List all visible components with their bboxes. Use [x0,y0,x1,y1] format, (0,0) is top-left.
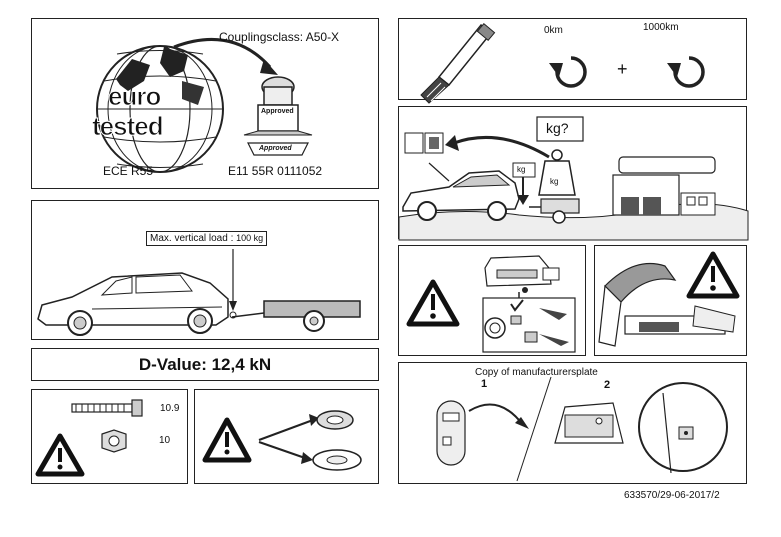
warning-icon [35,433,85,477]
approved-plate: Approved [259,145,292,152]
step-2-label: 2 [604,379,611,391]
plus-sign: + [617,59,628,79]
plate-illustration [436,376,728,482]
weight-icon [538,149,576,196]
washer-icon [316,410,354,430]
detail-circle [638,382,728,474]
bolts-illustration [35,399,143,477]
load-illustration [398,116,749,241]
coupling-class-panel: Couplingsclass: A50-X euro tested Approv… [31,18,379,189]
coupling-illustration [96,37,313,173]
bolts-panel: 10.9 10 [31,389,188,484]
document-code: 633570/29-06-2017/2 [624,490,720,501]
d-value-panel: D-Value: 12,4 kN [31,348,379,381]
vertical-load-box: Max. vertical load : 100 kg [146,231,268,246]
washers-illustration [202,410,362,471]
coupling-ball-icon [243,76,313,156]
coupling-class-label: Couplingsclass: A50-X [219,30,340,44]
approval-number: E11 55R 0111052 [228,164,323,178]
mounting-illustration [598,251,740,347]
vertical-load-illustration [37,249,361,336]
parts-warning-panel [398,245,586,356]
plate-caption: Copy of manufacturersplate [475,367,598,378]
torque-panel: 0km 1000km + [398,18,747,104]
standard-label: ECE R55 [103,164,154,178]
car-trunk-icon [554,402,624,444]
d-value-text: D-Value: 12,4 kN [138,355,272,374]
vertical-load-value: 100 kg [236,233,264,243]
manufacturer-plate-panel: Copy of manufacturersplate 1 2 [398,362,747,484]
nut-class-label: 10 [159,435,171,446]
globe-icon [96,45,224,173]
trailer-icon [529,198,580,224]
vertical-load-label: Max. vertical load : [150,233,234,244]
euro-logo-text: euro [107,81,161,112]
vertical-load-panel: Max. vertical load : 100 kg [31,200,379,340]
kg-small-label: kg [517,165,526,174]
bolt-class-label: 10.9 [160,403,180,414]
km-end-label: 1000km [643,22,679,33]
approved-stamp: Approved [261,108,294,115]
washers-panel [194,389,379,484]
parts-illustration [406,255,576,353]
trailer-icon [231,300,361,332]
torque-wrench-icon [420,22,496,104]
nut-icon [101,429,127,453]
car-icon [402,170,520,221]
mounting-warning-panel [594,245,747,356]
tested-logo-text: tested [92,111,165,142]
kg-weight-label: kg [550,177,559,186]
car-icon [37,272,229,336]
washer-icon-large [312,449,362,471]
warning-icon [686,251,740,299]
warning-icon [202,417,252,463]
load-panel: kg? kg kg [398,106,749,241]
kg-question-label: kg? [546,120,569,136]
building-icon [612,156,716,216]
torque-illustration [420,22,705,104]
warning-icon [406,279,460,327]
rotation-arrow-icon-2 [667,56,705,88]
rotation-arrow-icon [549,56,587,88]
bolt-icon [71,399,143,417]
step-1-label: 1 [481,378,488,390]
km-start-label: 0km [544,25,563,36]
car-rear-icon [484,255,552,293]
plate-sticker-icon [436,400,466,466]
